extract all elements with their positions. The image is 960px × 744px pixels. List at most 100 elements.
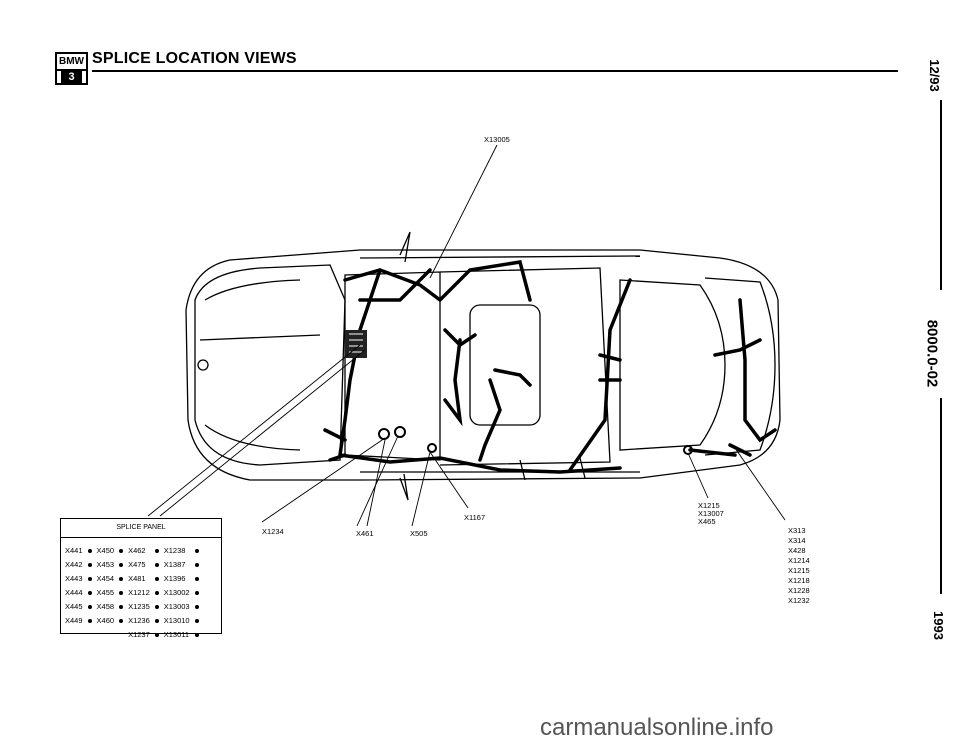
splice-dot — [85, 557, 97, 571]
bullet-icon — [154, 590, 159, 595]
bullet-icon — [87, 562, 92, 567]
splice-id: X13002 — [163, 587, 190, 597]
sunroof — [469, 304, 541, 426]
bmw-logo-box: BMW 3 — [55, 52, 88, 85]
label-x1215-a: X1215 — [698, 501, 720, 510]
label-x1218: X1218 — [788, 576, 810, 585]
bullet-icon — [154, 604, 159, 609]
side-rule-top — [940, 100, 942, 290]
label-x505: X505 — [410, 529, 428, 538]
label-group-rear-left: X1215 X13007 X465 — [698, 500, 724, 527]
splice-dot — [192, 571, 204, 585]
splice-id — [97, 627, 117, 641]
splice-dot — [116, 571, 128, 585]
splice-dot — [116, 599, 128, 613]
harness-roof-branch — [443, 338, 463, 427]
car-body-outline — [185, 249, 781, 481]
page-title: SPLICE LOCATION VIEWS — [92, 50, 297, 67]
label-group-rear-right: X313 X314 X428 X1214 X1215 X1218 X1228 X… — [788, 526, 810, 606]
splice-dot — [116, 557, 128, 571]
splice-id: X442 — [65, 559, 83, 569]
bullet-icon — [194, 604, 199, 609]
roof-outline — [439, 267, 611, 466]
splice-id: X1236 — [128, 615, 150, 625]
splice-id — [65, 627, 85, 641]
bullet-icon — [87, 576, 92, 581]
splice-dot — [85, 571, 97, 585]
hood-outline — [194, 264, 346, 466]
splice-dot — [192, 627, 204, 641]
harness-trunk — [738, 298, 777, 443]
harness-a-pillar — [358, 268, 432, 302]
side-rule-bottom — [940, 398, 942, 594]
splice-panel-title: SPLICE PANEL — [61, 519, 221, 538]
label-x461: X461 — [356, 529, 374, 538]
splice-dot — [85, 613, 97, 627]
bullet-icon — [87, 618, 92, 623]
splice-dot — [85, 543, 97, 557]
logo-series: 3 — [61, 71, 82, 83]
bullet-icon — [194, 562, 199, 567]
splice-id: X13011 — [163, 629, 190, 639]
splice-dot — [116, 543, 128, 557]
splice-dot — [152, 627, 164, 641]
leader-x1234 — [261, 437, 386, 523]
bullet-icon — [154, 632, 159, 637]
bullet-icon — [194, 576, 199, 581]
splice-dot — [85, 585, 97, 599]
splice-id: X475 — [128, 559, 146, 569]
splice-id: X13003 — [163, 601, 190, 611]
label-x1215-b: X1215 — [788, 566, 810, 575]
splice-dot — [116, 585, 128, 599]
header-rule — [92, 70, 898, 72]
splice-id: X445 — [65, 601, 83, 611]
bullet-icon — [119, 618, 124, 623]
bullet-icon — [87, 604, 92, 609]
harness-rear-pillar — [568, 278, 632, 472]
splice-dot — [85, 599, 97, 613]
splice-dot — [192, 599, 204, 613]
splice-id: X453 — [96, 559, 115, 569]
splice-id: X460 — [96, 615, 115, 625]
label-x1232: X1232 — [788, 596, 810, 605]
splice-dot — [152, 571, 164, 585]
splice-dot — [152, 599, 164, 613]
label-x314: X314 — [788, 536, 806, 545]
splice-id: X1238 — [163, 545, 186, 555]
splice-dot — [152, 557, 164, 571]
bullet-icon — [119, 562, 124, 567]
label-x13007: X13007 — [698, 509, 724, 518]
splice-id: X462 — [128, 545, 146, 555]
splice-panel-row: X445 X458 X1235 X13003 — [65, 599, 204, 613]
leader-x1167 — [429, 451, 469, 509]
splice-id: X441 — [65, 545, 83, 555]
splice-id: X1212 — [128, 587, 150, 597]
splice-id: X444 — [65, 587, 83, 597]
bullet-icon — [119, 548, 124, 553]
splice-id: X443 — [65, 573, 83, 583]
splice-dot — [116, 613, 128, 627]
splice-id: X1235 — [128, 601, 150, 611]
bullet-icon — [119, 604, 124, 609]
splice-dot — [192, 585, 204, 599]
label-x13005: X13005 — [484, 135, 510, 144]
label-x1167: X1167 — [464, 513, 486, 522]
leader-x13005 — [429, 144, 498, 279]
bullet-icon — [154, 618, 159, 623]
bullet-icon — [194, 632, 199, 637]
leader-x505 — [411, 451, 431, 527]
label-x428: X428 — [788, 546, 806, 555]
watermark-text: carmanualsonline.info — [540, 714, 774, 741]
splice-id: X454 — [96, 573, 115, 583]
splice-id: X458 — [96, 601, 115, 611]
splice-dot — [192, 613, 204, 627]
splice-id: X481 — [128, 573, 146, 583]
splice-dot — [152, 543, 164, 557]
